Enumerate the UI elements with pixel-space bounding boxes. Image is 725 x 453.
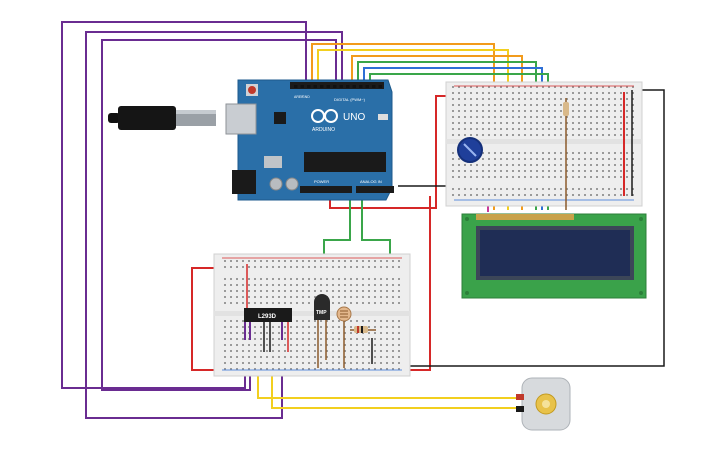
atmega-chip	[304, 152, 386, 172]
aref-label: AREF	[294, 95, 303, 99]
power-label: POWER	[314, 179, 329, 184]
power-jack	[232, 170, 256, 194]
wires	[61, 21, 665, 419]
dc-motor-icon[interactable]	[516, 377, 571, 431]
wire-black-right[interactable]	[400, 89, 665, 367]
arduino-logo-text: ARDUINO	[312, 127, 335, 133]
breadboard-top[interactable]	[445, 81, 643, 210]
usb-socket	[225, 103, 257, 135]
wire-purple-3[interactable]	[101, 39, 337, 391]
resistor-bottom	[350, 326, 376, 333]
analog-header	[356, 186, 394, 193]
power-header	[300, 186, 352, 193]
wire-red-left-rail[interactable]	[191, 267, 225, 371]
lcd-screen	[480, 230, 630, 276]
gnd-label: GND	[302, 95, 310, 99]
usb-plug-icon	[118, 106, 176, 130]
potentiometer-icon[interactable]	[457, 137, 483, 163]
lcd-16x2[interactable]	[461, 213, 647, 299]
l293d-chip[interactable]: L293D	[244, 308, 292, 322]
tmp-label: TMP	[316, 310, 327, 316]
usb-cable	[108, 106, 216, 130]
arduino-model-text: UNO	[343, 112, 365, 123]
analog-label: ANALOG IN	[360, 179, 382, 184]
tmp-sensor[interactable]: TMP	[314, 294, 330, 368]
resistor-lcd	[563, 98, 569, 210]
breadboard-bottom[interactable]: L293D TMP	[213, 253, 411, 377]
digital-label: DIGITAL (PWM~)	[334, 97, 366, 102]
arduino-logo-icon	[311, 109, 338, 123]
wire-purple-2[interactable]	[85, 31, 343, 419]
photoresistor[interactable]	[336, 306, 352, 368]
wire-red-5v[interactable]	[329, 95, 462, 209]
l293d-label: L293D	[258, 314, 277, 320]
arduino-uno-board[interactable]: ARDUINO UNO DIGITAL (PWM~) POWER ANALOG …	[225, 79, 394, 201]
